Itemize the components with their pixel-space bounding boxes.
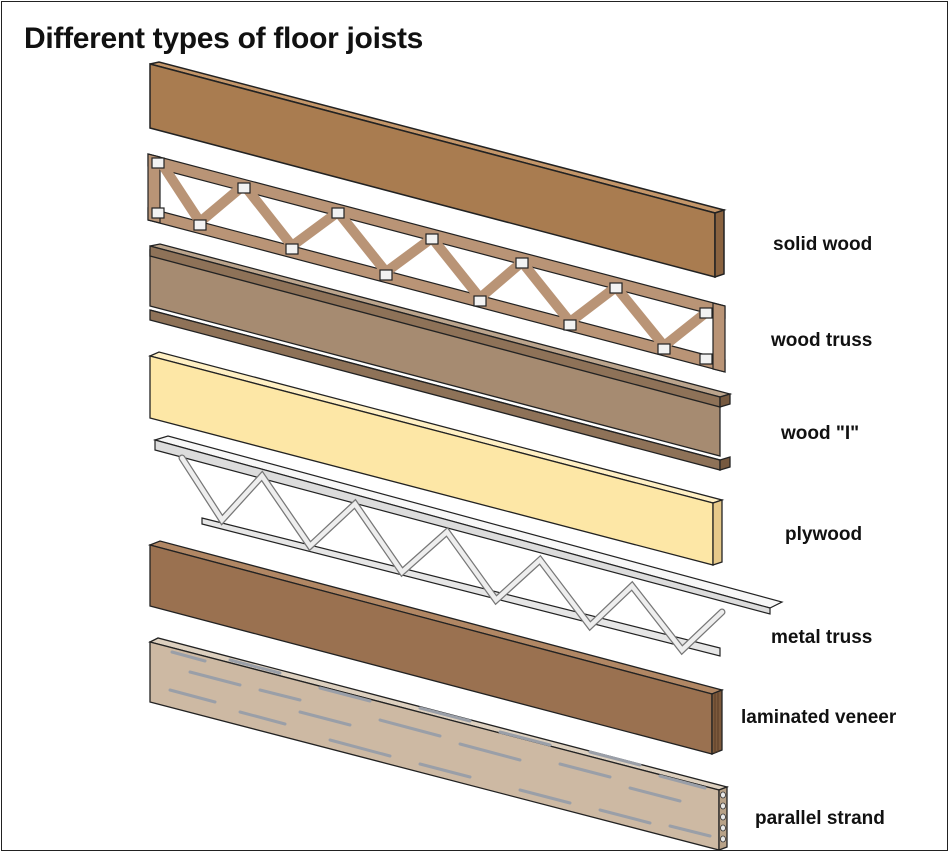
metal-truss-joist	[152, 435, 784, 657]
parallel-strand-joist	[148, 637, 730, 851]
label-wood-truss: wood truss	[771, 330, 873, 351]
label-laminated-veneer: laminated veneer	[741, 707, 897, 728]
wood-truss-joist	[147, 153, 726, 373]
laminated-veneer-joist	[147, 540, 725, 755]
wood-i-joist	[149, 243, 733, 471]
solid-wood-joist	[149, 61, 727, 279]
label-metal-truss: metal truss	[771, 627, 873, 648]
label-parallel-strand: parallel strand	[755, 808, 885, 829]
plywood-joist	[148, 351, 725, 566]
label-solid-wood: solid wood	[773, 234, 873, 255]
diagram-title: Different types of floor joists	[24, 22, 424, 55]
label-wood-i: wood "I"	[781, 423, 860, 444]
label-plywood: plywood	[785, 524, 863, 545]
